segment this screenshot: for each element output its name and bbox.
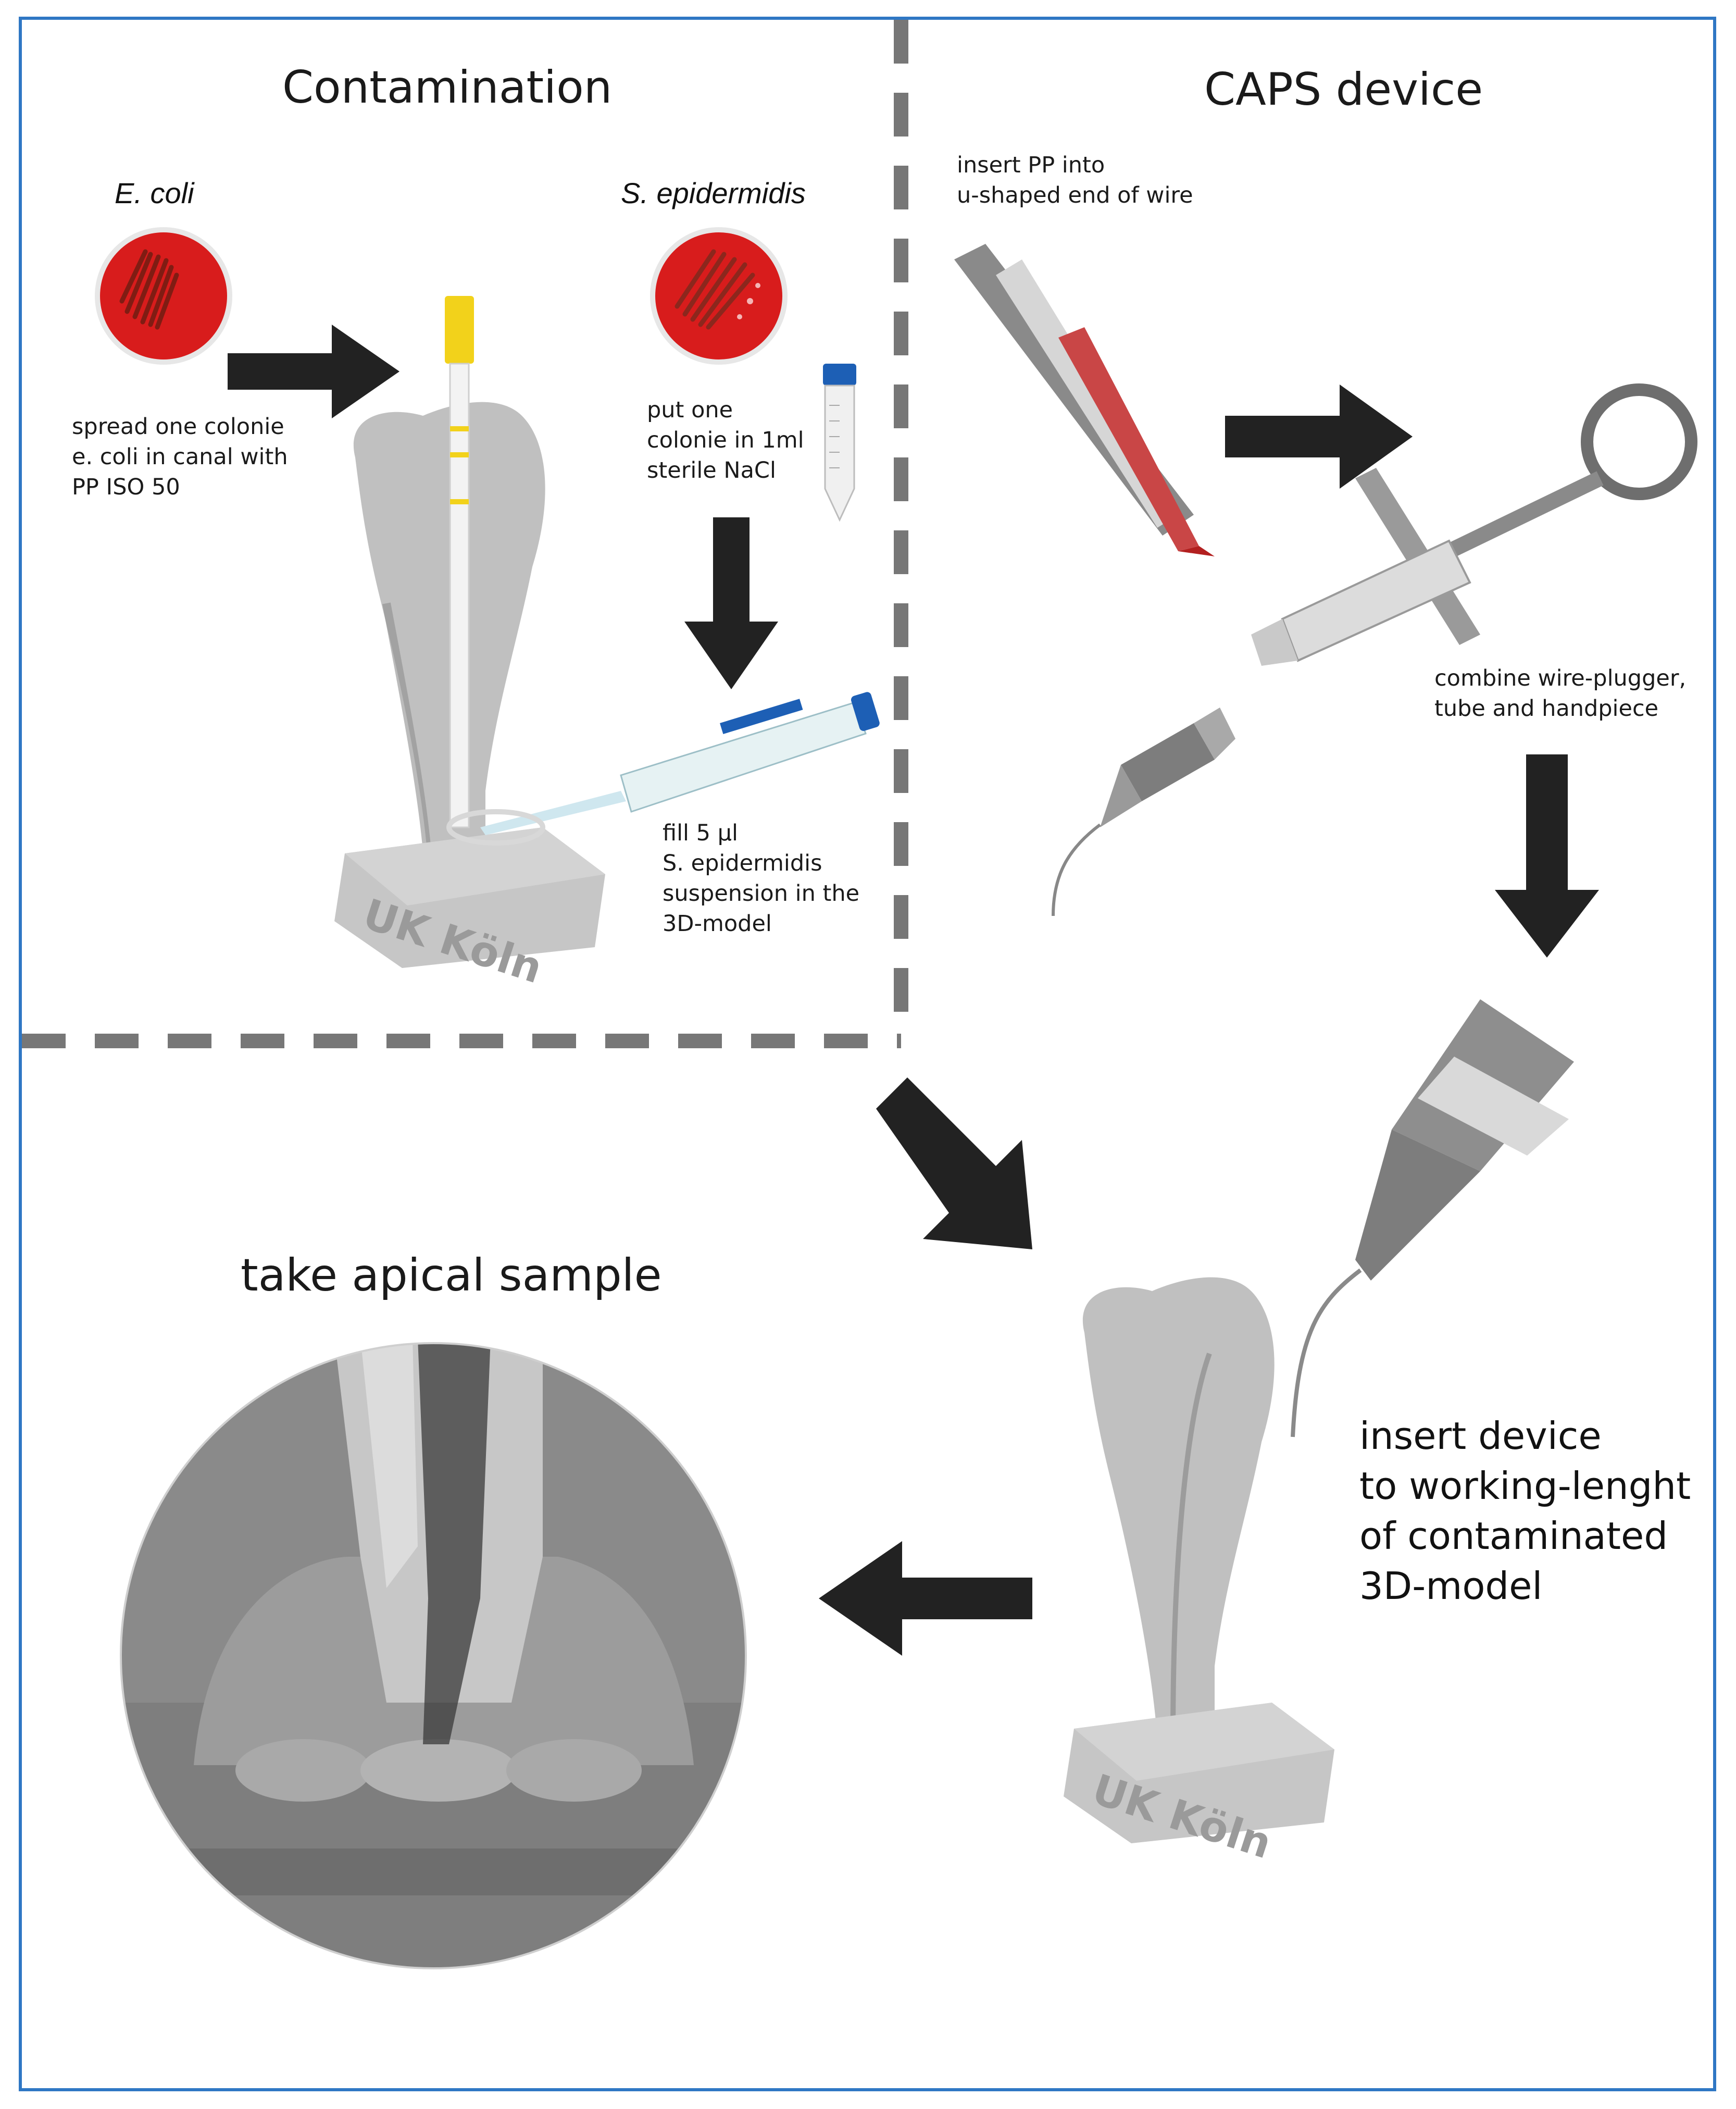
e-coli-label: E. coli [115,177,194,209]
arrow-diagonal-icon [876,1077,1032,1249]
contamination-panel-divider [22,20,908,1048]
paper-point-icon [445,296,474,828]
figure-frame: Contamination CAPS device take apical sa… [19,17,1716,2091]
arrow-left-icon [819,1541,1032,1656]
falcon-tube-icon [823,364,856,522]
micropipette-icon [446,692,880,846]
s-epidermidis-label: S. epidermidis [621,177,806,209]
combine-step: combine wire-plugger, tube and handpiece [1434,665,1687,722]
tooth-model-icon: UK Köln [1064,1277,1334,1868]
handpiece-cone-icon [1291,999,1574,1437]
insert-device-step: insert device to working-lenght of conta… [1359,1414,1691,1608]
wire-plugger-icon [954,244,1215,556]
apical-sample-closeup-icon [120,1342,747,1969]
spread-colonie-step: spread one colonie e. coli in canal with… [72,414,288,500]
wire-plugger-icon [1052,708,1235,916]
arrow-right-icon [1225,384,1413,489]
petri-dish-icon [650,227,788,365]
petri-dish-icon [95,227,232,365]
syringe-handpiece-icon [1251,383,1697,666]
arrow-down-icon [684,517,778,689]
contamination-title: Contamination [282,61,613,114]
arrow-down-icon [1495,754,1599,958]
fill-step: fill 5 µl S. epidermidis suspension in t… [663,820,860,937]
caps-device-title: CAPS device [1204,64,1483,116]
arrow-right-icon [228,325,399,418]
insert-pp-step: insert PP into u-shaped end of wire [957,152,1193,208]
take-apical-sample-title: take apical sample [241,1249,662,1301]
put-colonie-step: put one colonie in 1ml sterile NaCl [647,397,804,483]
